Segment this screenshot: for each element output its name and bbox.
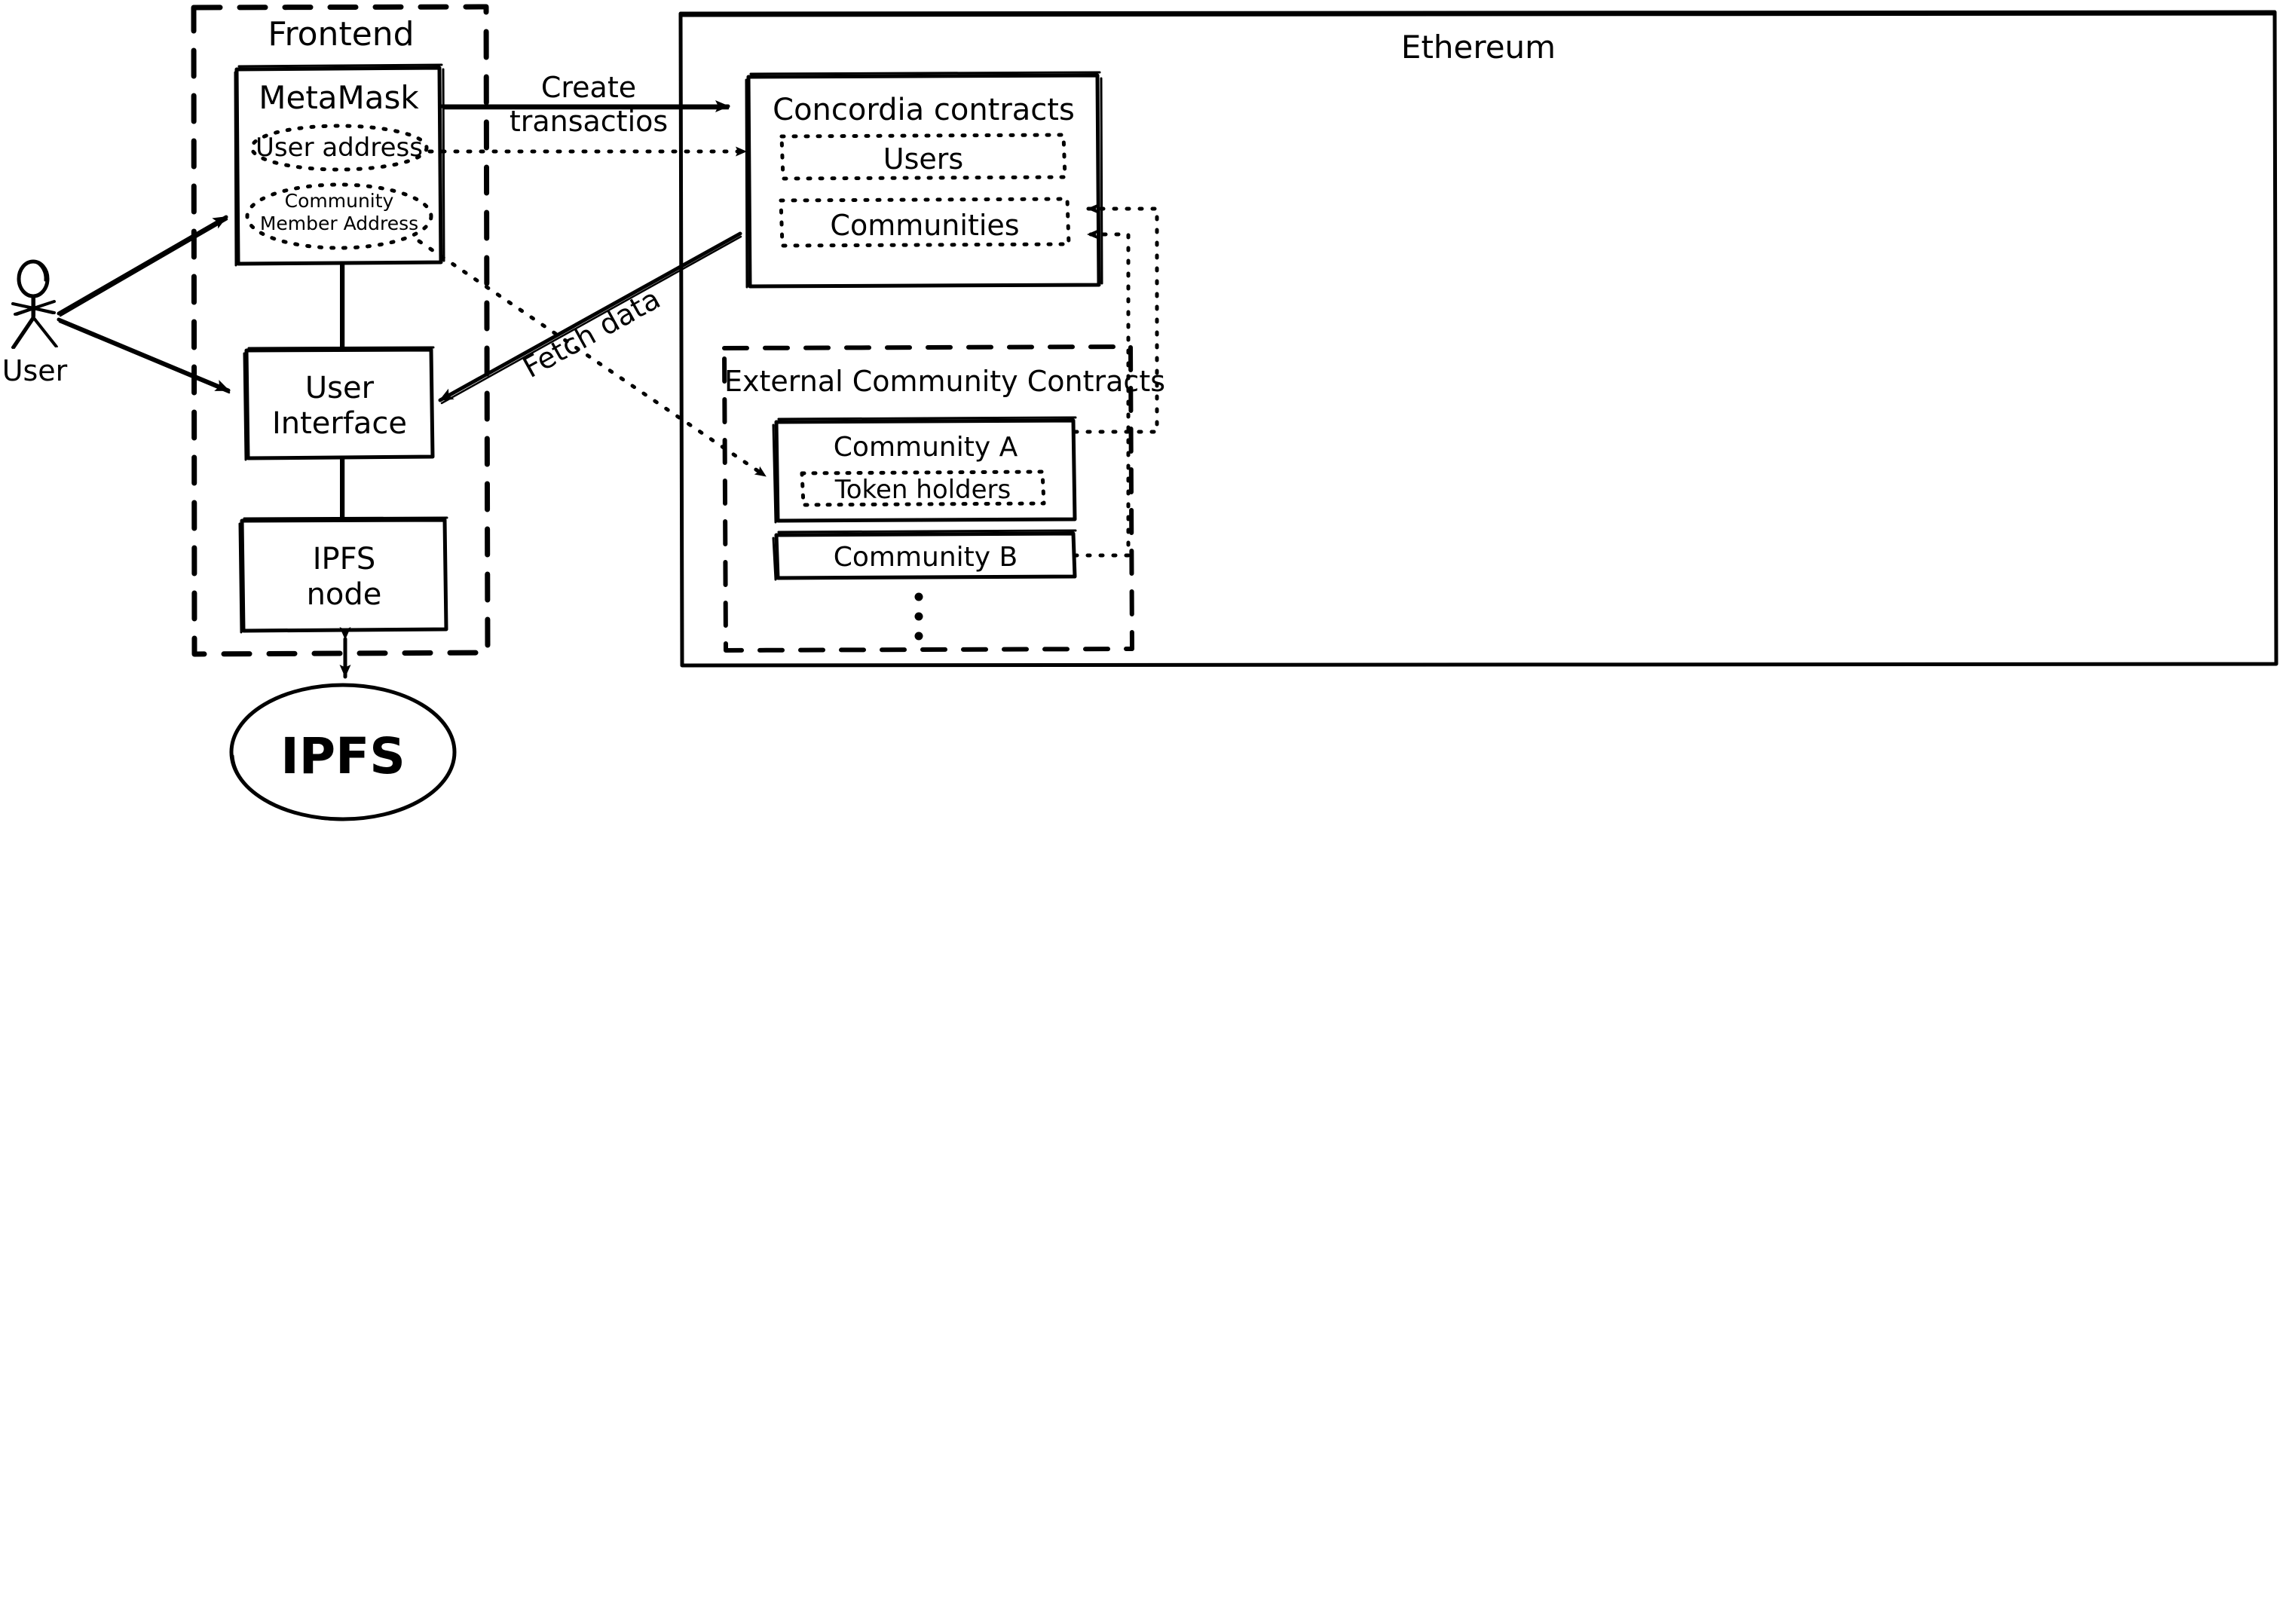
community-a-box [772,416,1077,524]
community-member-address-ellipse [245,182,433,250]
external-community-contracts-boundary [722,344,1134,653]
edge-create-transactions [439,100,730,112]
users-box [779,133,1067,181]
edge-fetch-data [438,231,742,405]
metamask-box [234,63,445,267]
community-ellipsis-dots [914,592,923,641]
communities-box [779,197,1071,248]
user-address-ellipse [249,124,429,172]
frontend-boundary [191,4,491,657]
edge-community-a-to-communities [1073,203,1159,434]
edge-community-b-to-communities [1073,229,1131,558]
ethereum-boundary [678,10,2278,668]
edge-user-to-metamask [57,215,228,317]
edge-metamask-to-user-interface [340,263,345,351]
community-b-box [772,529,1077,581]
user-interface-box [243,346,435,461]
ipfs-ellipse [229,683,457,821]
edge-user-interface-to-ipfs-node [340,457,345,521]
user-actor-icon [11,259,58,349]
edge-community-member-to-token-holders [417,239,768,479]
concordia-contracts-box [745,71,1103,289]
token-holders-box [800,469,1046,507]
edge-user-to-user-interface [57,317,231,394]
ipfs-node-box [238,516,448,634]
